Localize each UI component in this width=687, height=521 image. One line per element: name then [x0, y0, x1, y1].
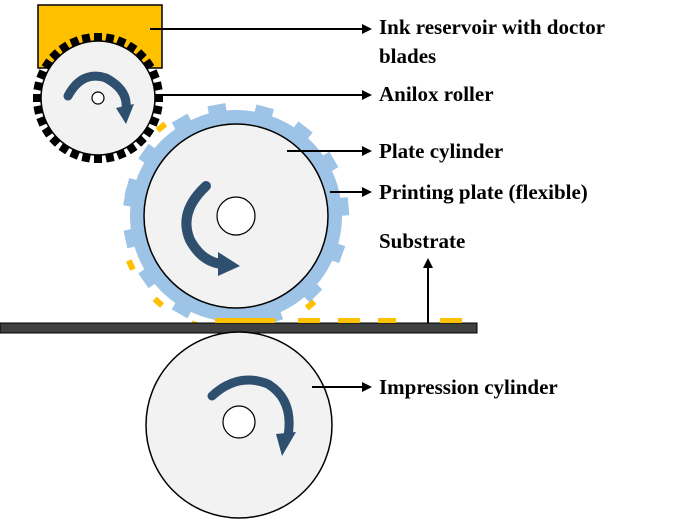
impression-cylinder — [145, 331, 333, 519]
plate-relief-block — [291, 121, 313, 142]
anilox-roller — [33, 33, 163, 163]
substrate-label: Substrate — [379, 229, 465, 253]
substrate-ink-dash — [298, 318, 320, 323]
plate-relief-block — [138, 143, 159, 166]
anilox-tooth — [94, 153, 102, 163]
ink-reservoir-label-continued: blades — [379, 44, 436, 68]
anilox-tooth — [94, 33, 102, 43]
curved-arrow-head-icon — [218, 252, 240, 276]
plate-relief-block — [138, 266, 159, 289]
ink-spot — [126, 259, 136, 271]
substrate — [0, 318, 478, 334]
substrate-ink-dash — [215, 318, 275, 323]
plate-relief-block — [301, 281, 323, 303]
curved-arrow-icon — [207, 375, 294, 441]
plate-cylinder-label: Plate cylinder — [379, 139, 503, 163]
impression-axle — [222, 405, 256, 439]
impression-cylinder-label: Impression cylinder — [379, 375, 558, 399]
ink-spot — [304, 299, 317, 311]
curved-arrow-head-icon — [116, 104, 134, 124]
anilox-roller-label: Anilox roller — [379, 82, 494, 106]
plate-axle — [216, 196, 256, 236]
curved-arrow-head-icon — [276, 432, 296, 456]
ink-spot — [155, 121, 168, 133]
printing-plate-label: Printing plate (flexible) — [379, 180, 588, 204]
curved-arrow-icon — [181, 181, 227, 269]
ink-reservoir-label: Ink reservoir with doctor — [379, 15, 605, 39]
curved-arrow-icon — [63, 71, 131, 113]
substrate-ink-dash — [440, 318, 462, 323]
ink-spot — [152, 296, 165, 308]
substrate-ink-dash — [338, 318, 360, 323]
plate-cylinder — [123, 103, 350, 333]
substrate-ink-dash — [378, 318, 396, 323]
anilox-axle — [91, 91, 105, 105]
substrate-ink-dashes — [215, 318, 462, 323]
